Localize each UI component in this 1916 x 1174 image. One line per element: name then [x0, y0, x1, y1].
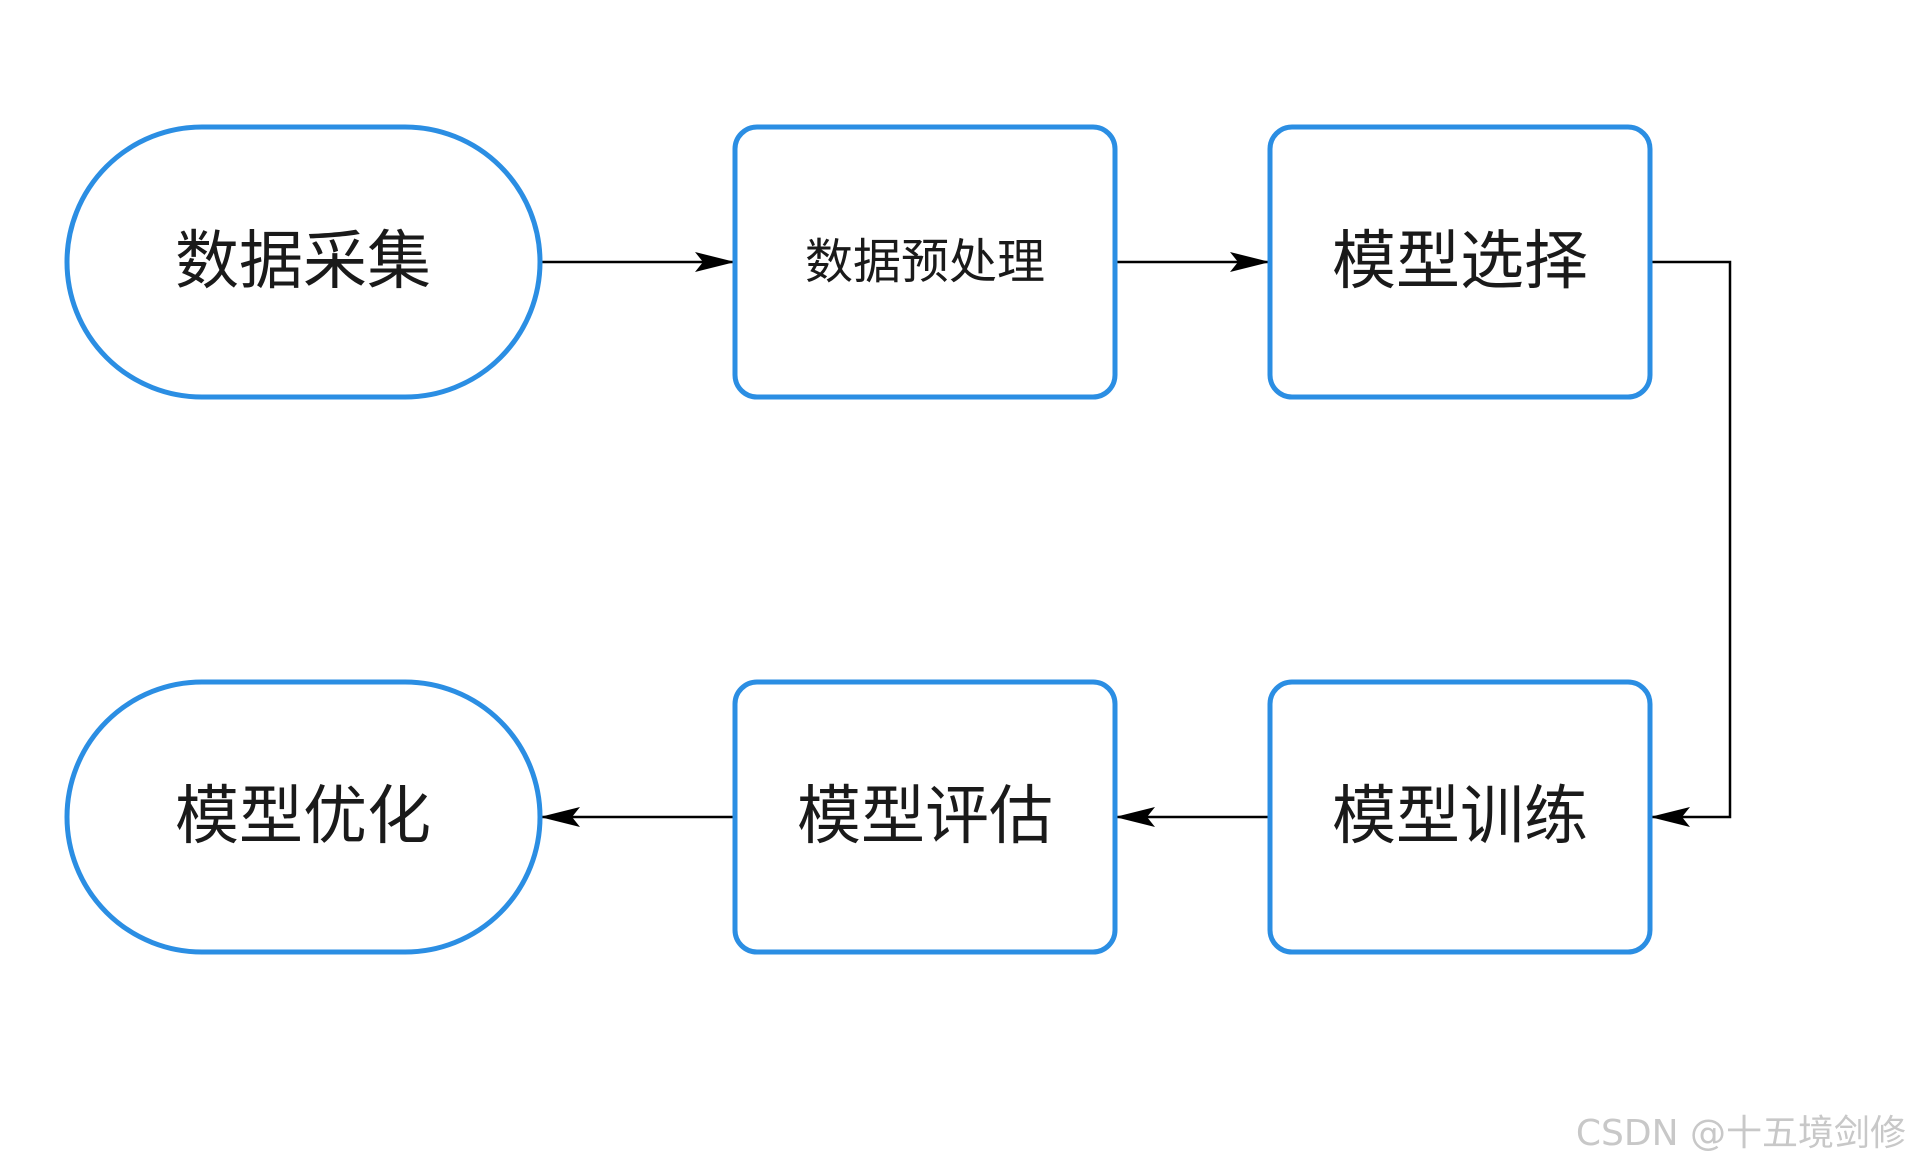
node-model-evaluation: 模型评估 [732, 679, 1118, 955]
node-label-model-evaluation: 模型评估 [797, 780, 1053, 854]
node-label-data-collection: 数据采集 [175, 225, 431, 299]
node-data-collection: 数据采集 [64, 124, 543, 400]
node-label-model-optimization: 模型优化 [175, 780, 431, 854]
node-model-optimization: 模型优化 [64, 679, 543, 955]
node-data-preprocessing: 数据预处理 [732, 124, 1118, 400]
node-label-model-selection: 模型选择 [1332, 225, 1588, 299]
edge-select-to-train [1650, 260, 1732, 827]
node-label-model-training: 模型训练 [1332, 780, 1588, 854]
node-model-selection: 模型选择 [1267, 124, 1653, 400]
node-label-data-preprocessing: 数据预处理 [805, 234, 1045, 290]
watermark: CSDN @十五境剑修 [1575, 1113, 1906, 1154]
node-model-training: 模型训练 [1267, 679, 1653, 955]
